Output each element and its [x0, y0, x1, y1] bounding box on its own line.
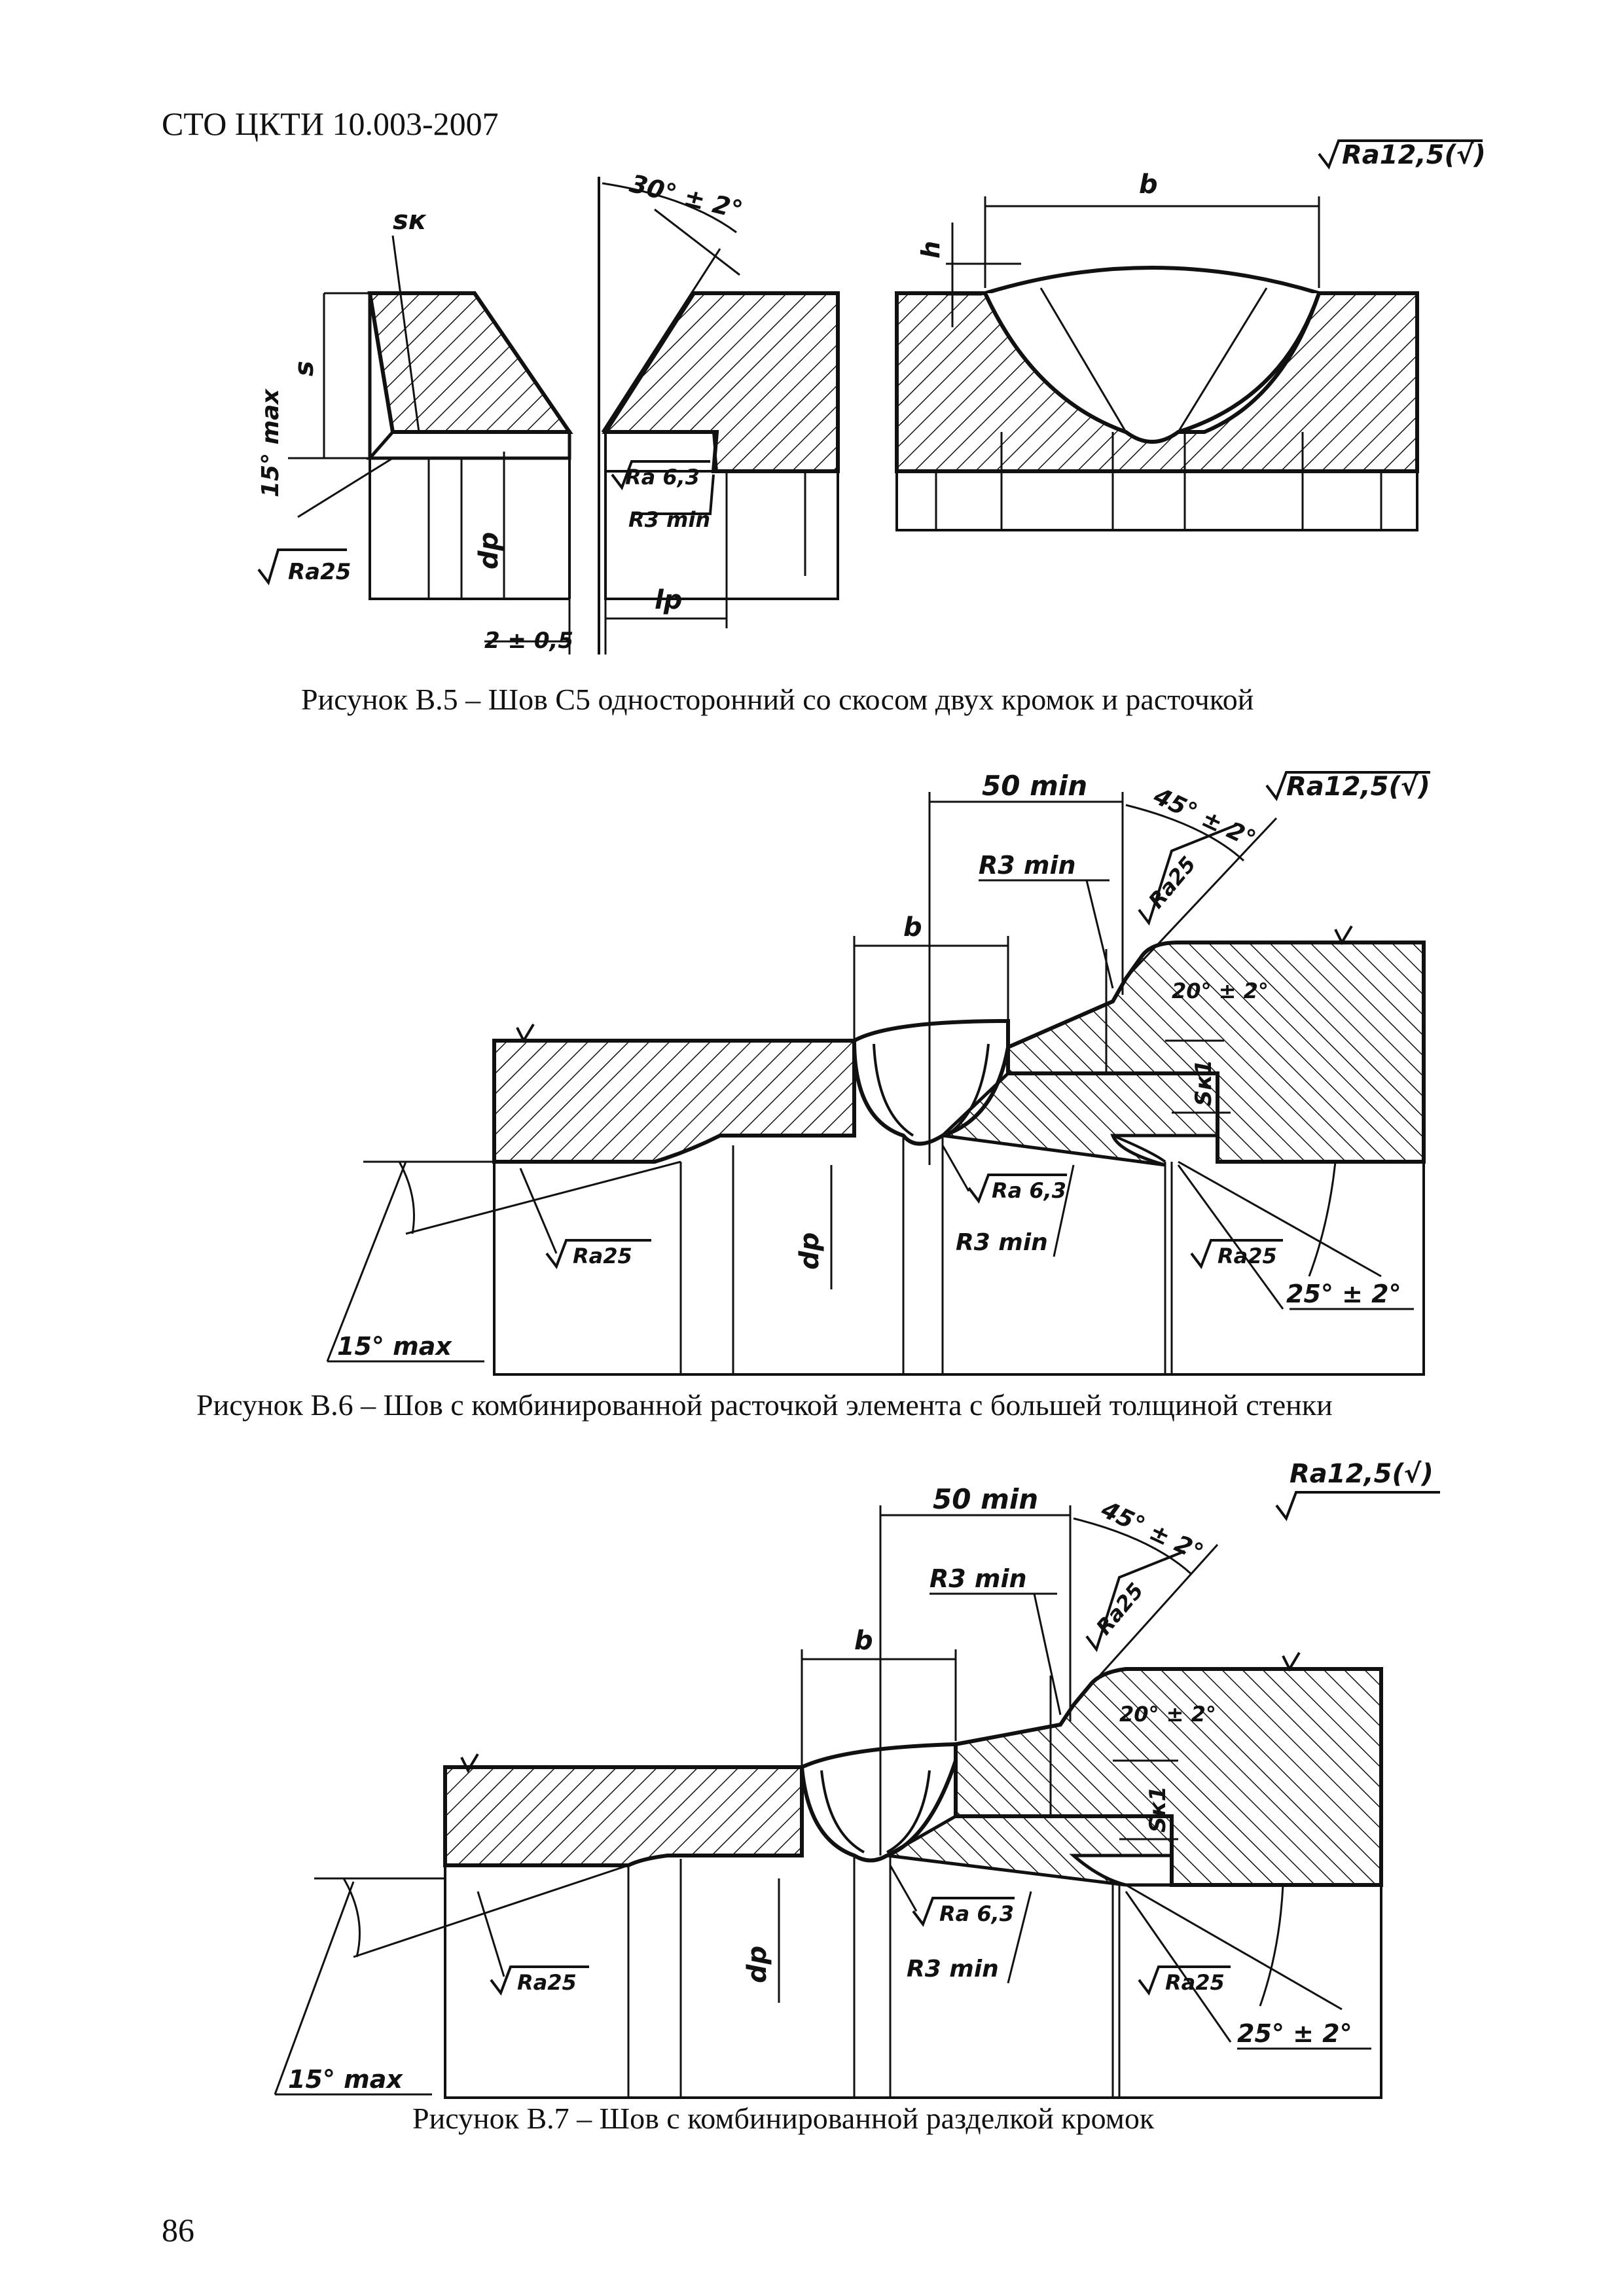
b5-s-label: s: [289, 361, 319, 376]
b6-min50-label: 50 min: [982, 770, 1087, 802]
b6-angle15-label: 15° max: [337, 1332, 452, 1361]
document-id: СТО ЦКТИ 10.003-2007: [162, 105, 499, 142]
b5-dp-label: dр: [474, 532, 504, 569]
b6-r3min-bottom-label: R3 min: [956, 1229, 1048, 1256]
b6-r3min-top-label: R3 min: [979, 851, 1076, 880]
b7-r3min-top-label: R3 min: [929, 1564, 1027, 1593]
b5-sk-label: sк: [393, 206, 427, 236]
b5-h-label: h: [916, 241, 945, 259]
b6-angle20-label: 20° ± 2°: [1172, 978, 1269, 1003]
b5-r3min-label: R3 min: [628, 507, 710, 532]
figure-b6-caption: Рисунок В.6 – Шов с комбинированной раст…: [196, 1388, 1333, 1422]
figure-b5-caption: Рисунок В.5 – Шов С5 односторонний со ск…: [301, 683, 1254, 716]
b6-sk1-label: Sк1: [1191, 1060, 1217, 1106]
b6-ra25-left-label: Ra25: [573, 1244, 632, 1268]
b5-angle-label: 30° ± 2°: [627, 169, 746, 224]
b7-min50-label: 50 min: [933, 1483, 1038, 1515]
b5-ra63-label: Ra 6,3: [625, 465, 700, 490]
b7-angle15-label: 15° max: [288, 2065, 403, 2094]
b5-b-label: b: [1139, 170, 1158, 200]
b7-angle25-label: 25° ± 2°: [1237, 2019, 1352, 2048]
b6-dp-label: dр: [795, 1232, 825, 1270]
b7-ra125-label: Ra12,5(√): [1290, 1459, 1434, 1489]
figure-b7-caption: Рисунок В.7 – Шов с комбинированной разд…: [412, 2102, 1155, 2135]
b7-angle20-label: 20° ± 2°: [1119, 1702, 1216, 1727]
b6-ra25-top-label: Ra25: [1144, 852, 1200, 913]
b7-b-label: b: [854, 1626, 873, 1656]
b7-sk1-label: Sк1: [1145, 1786, 1171, 1833]
b5-left-plate: [366, 291, 573, 600]
b5-ra25-label: Ra25: [288, 559, 351, 585]
b5-angle-max-label: 15° max: [257, 388, 284, 497]
figure-b5-drawing: 30° ± 2° sк s 15° max Ra25 Ra 6,3 R3 min…: [257, 139, 1486, 655]
b5-ra125-label: Ra12,5(√): [1342, 140, 1486, 170]
b6-b-label: b: [903, 912, 922, 942]
b6-ra63-label: Ra 6,3: [992, 1178, 1066, 1203]
b5-lp-label: lр: [655, 585, 682, 615]
figure-b7-drawing: 50 min 45° ± 2° Ra12,5(√) R3 min Ra25 b …: [274, 1459, 1440, 2099]
b6-angle25-label: 25° ± 2°: [1286, 1280, 1401, 1308]
page-number: 86: [162, 2212, 194, 2248]
b6-ra25-right-label: Ra25: [1218, 1244, 1277, 1268]
b7-dp-label: dр: [742, 1946, 772, 1983]
b7-ra25-left-label: Ra25: [517, 1970, 577, 1995]
b7-r3min-bottom-label: R3 min: [907, 1956, 999, 1982]
b5-gap-label: 2 ± 0,5: [484, 628, 573, 654]
figure-b6-drawing: 50 min 45° ± 2° Ra12,5(√) R3 min Ra25 b …: [326, 770, 1430, 1376]
b6-ra125-label: Ra12,5(√): [1286, 772, 1430, 802]
b5-right-plate: [602, 291, 840, 600]
b7-ra25-right-label: Ra25: [1165, 1970, 1225, 1995]
b5-welded-joint: [895, 266, 1419, 531]
b7-ra63-label: Ra 6,3: [939, 1901, 1014, 1926]
